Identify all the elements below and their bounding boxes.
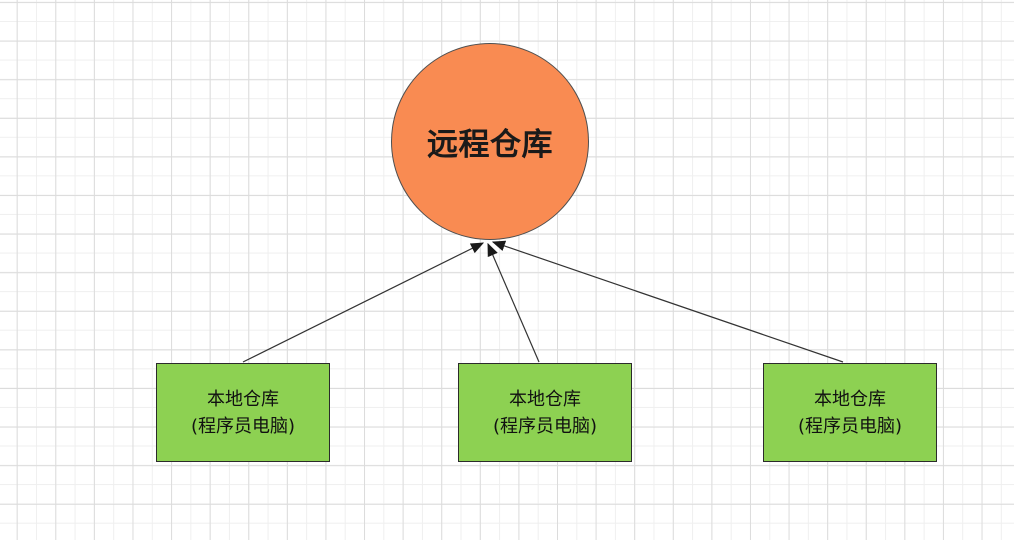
local-repo-3-label-line-2: (程序员电脑)	[797, 415, 903, 437]
local-repo-node-1[interactable]: 本地仓库 (程序员电脑)	[156, 363, 330, 462]
local-repo-node-2[interactable]: 本地仓库 (程序员电脑)	[458, 363, 632, 462]
local-repo-node-3[interactable]: 本地仓库 (程序员电脑)	[763, 363, 937, 462]
remote-repo-label: 远程仓库	[427, 127, 553, 163]
local-repo-2-label-line-1: 本地仓库	[509, 388, 581, 410]
connector-local-repo-2-to-remote[interactable]	[487, 242, 540, 363]
local-repo-1-label-line-1: 本地仓库	[207, 388, 279, 410]
remote-repo-node[interactable]: 远程仓库	[391, 43, 589, 240]
connector-local-repo-3-to-remote[interactable]	[491, 240, 844, 363]
local-repo-1-label-line-2: (程序员电脑)	[190, 415, 296, 437]
local-repo-3-label-line-1: 本地仓库	[814, 388, 886, 410]
connector-local-repo-1-to-remote[interactable]	[242, 242, 485, 363]
local-repo-2-label-line-2: (程序员电脑)	[492, 415, 598, 437]
